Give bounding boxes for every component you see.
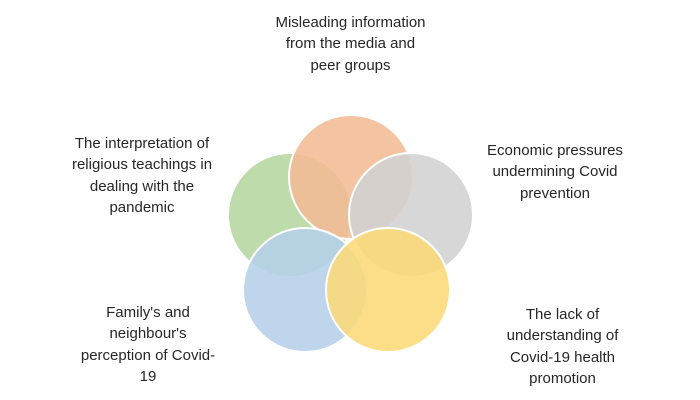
venn-label-right-bottom: The lack of understanding of Covid-19 he… <box>506 306 619 387</box>
venn-label-left-top: The interpretation of religious teaching… <box>71 135 213 216</box>
venn-label-top: Misleading information from the media an… <box>275 14 426 74</box>
venn-circle-fills <box>227 114 474 353</box>
venn-circle-right-bottom[interactable] <box>325 227 451 353</box>
venn-label-left-bottom: Family's and neighbour's perception of C… <box>80 304 216 385</box>
venn-label-right-top: Economic pressures undermining Covid pre… <box>487 142 623 202</box>
